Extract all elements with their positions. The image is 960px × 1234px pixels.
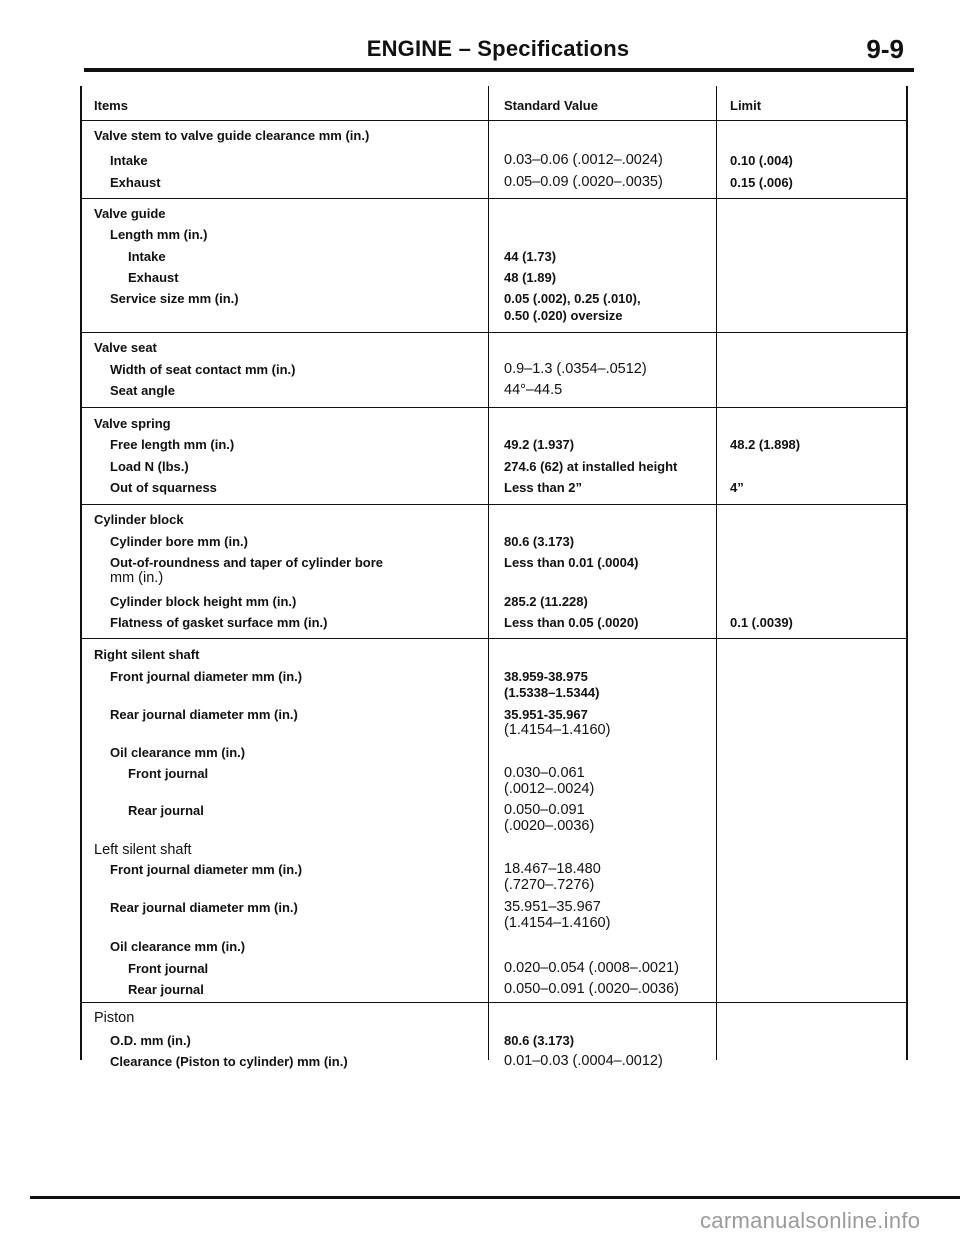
watermark-text: carmanualsonline.info <box>700 1208 921 1233</box>
item-cell: Cylinder block height mm (in.) <box>110 594 297 609</box>
row-separator <box>82 638 906 639</box>
standard-value-cell: 285.2 (11.228) <box>504 594 588 609</box>
standard-value-cell: 0.01–0.03 (.0004–.0012) <box>504 1053 663 1069</box>
row-separator <box>82 407 906 408</box>
item-cell: Out of squarness <box>110 480 217 495</box>
standard-value-cell: 0.03–0.06 (.0012–.0024) <box>504 152 663 168</box>
standard-value-cell: Less than 0.05 (.0020) <box>504 615 639 630</box>
standard-value-cell: 38.959-38.975 <box>504 669 588 684</box>
item-cell: Valve stem to valve guide clearance mm (… <box>94 128 370 143</box>
page-title: ENGINE – Specifications <box>366 36 630 61</box>
standard-value-cell: (1.4154–1.4160) <box>504 915 611 931</box>
standard-value-cell: 0.030–0.061 <box>504 765 585 781</box>
page-number: 9-9 <box>866 34 904 64</box>
standard-value-cell: (.7270–.7276) <box>504 877 595 893</box>
footer-rule <box>30 1196 960 1199</box>
standard-value-cell: 35.951-35.967 <box>504 707 588 722</box>
column-divider <box>716 86 717 1060</box>
standard-value-cell: 80.6 (3.173) <box>504 1033 575 1048</box>
standard-value-cell: 18.467–18.480 <box>504 861 601 877</box>
item-cell: Rear journal <box>128 982 204 997</box>
item-cell: Cylinder block <box>94 512 184 527</box>
item-cell: Front journal <box>128 766 209 781</box>
limit-cell: 0.1 (.0039) <box>730 615 793 630</box>
item-cell: Rear journal <box>128 803 204 818</box>
standard-value-cell: 274.6 (62) at installed height <box>504 459 678 474</box>
column-divider <box>488 86 489 1060</box>
item-cell: Length mm (in.) <box>110 227 208 242</box>
standard-value-cell: 0.050–0.091 <box>504 802 585 818</box>
standard-value-cell: 44 (1.73) <box>504 249 557 264</box>
item-cell: Front journal diameter mm (in.) <box>110 862 303 877</box>
item-cell: Exhaust <box>128 270 179 285</box>
standard-value-cell: Less than 0.01 (.0004) <box>504 555 639 570</box>
limit-cell: 0.10 (.004) <box>730 153 793 168</box>
item-cell: Intake <box>110 153 148 168</box>
row-separator <box>82 120 906 121</box>
item-cell: Rear journal diameter mm (in.) <box>110 707 298 722</box>
item-cell: mm (in.) <box>110 570 164 586</box>
item-cell: Out-of-roundness and taper of cylinder b… <box>110 555 384 570</box>
row-separator <box>82 1002 906 1003</box>
standard-value-cell: 48 (1.89) <box>504 270 557 285</box>
item-cell: Clearance (Piston to cylinder) mm (in.) <box>110 1054 348 1069</box>
item-cell: Exhaust <box>110 175 161 190</box>
standard-value-cell: 49.2 (1.937) <box>504 437 575 452</box>
standard-value-cell: (1.5338–1.5344) <box>504 685 600 700</box>
row-separator <box>82 504 906 505</box>
item-cell: Valve guide <box>94 206 166 221</box>
item-cell: Oil clearance mm (in.) <box>110 939 246 954</box>
item-cell: O.D. mm (in.) <box>110 1033 191 1048</box>
standard-value-cell: 0.05–0.09 (.0020–.0035) <box>504 174 663 190</box>
item-cell: Valve seat <box>94 340 157 355</box>
page-header: ENGINE – Specifications 9-9 <box>84 34 912 70</box>
item-cell: Right silent shaft <box>94 647 200 662</box>
limit-cell: 0.15 (.006) <box>730 175 793 190</box>
item-cell: Front journal <box>128 961 209 976</box>
item-cell: Piston <box>94 1010 135 1026</box>
standard-value-cell: 80.6 (3.173) <box>504 534 575 549</box>
item-cell: Seat angle <box>110 383 176 398</box>
item-cell: Left silent shaft <box>94 842 192 858</box>
limit-cell: 4” <box>730 480 744 495</box>
column-header-items: Items <box>94 98 128 113</box>
standard-value-cell: 0.050–0.091 (.0020–.0036) <box>504 981 679 997</box>
column-header-standard-value: Standard Value <box>504 98 598 113</box>
item-cell: Load N (lbs.) <box>110 459 189 474</box>
item-cell: Rear journal diameter mm (in.) <box>110 900 298 915</box>
limit-cell: 48.2 (1.898) <box>730 437 801 452</box>
standard-value-cell: 0.05 (.002), 0.25 (.010), <box>504 291 641 306</box>
specifications-table: Items Standard Value Limit Valve stem to… <box>80 86 908 1069</box>
standard-value-cell: 35.951–35.967 <box>504 899 601 915</box>
item-cell: Front journal diameter mm (in.) <box>110 669 303 684</box>
item-cell: Free length mm (in.) <box>110 437 235 452</box>
item-cell: Flatness of gasket surface mm (in.) <box>110 615 328 630</box>
standard-value-cell: (1.4154–1.4160) <box>504 722 611 738</box>
standard-value-cell: 0.020–0.054 (.0008–.0021) <box>504 960 679 976</box>
standard-value-cell: 44°–44.5 <box>504 382 563 398</box>
row-separator <box>82 198 906 199</box>
standard-value-cell: 0.50 (.020) oversize <box>504 308 623 323</box>
item-cell: Intake <box>128 249 166 264</box>
standard-value-cell: (.0020–.0036) <box>504 818 595 834</box>
row-separator <box>82 332 906 333</box>
standard-value-cell: Less than 2” <box>504 480 583 495</box>
item-cell: Oil clearance mm (in.) <box>110 745 246 760</box>
item-cell: Cylinder bore mm (in.) <box>110 534 248 549</box>
column-header-limit: Limit <box>730 98 762 113</box>
item-cell: Width of seat contact mm (in.) <box>110 362 296 377</box>
header-rule <box>84 68 914 72</box>
standard-value-cell: 0.9–1.3 (.0354–.0512) <box>504 361 647 377</box>
standard-value-cell: (.0012–.0024) <box>504 781 595 797</box>
item-cell: Service size mm (in.) <box>110 291 239 306</box>
item-cell: Valve spring <box>94 416 171 431</box>
